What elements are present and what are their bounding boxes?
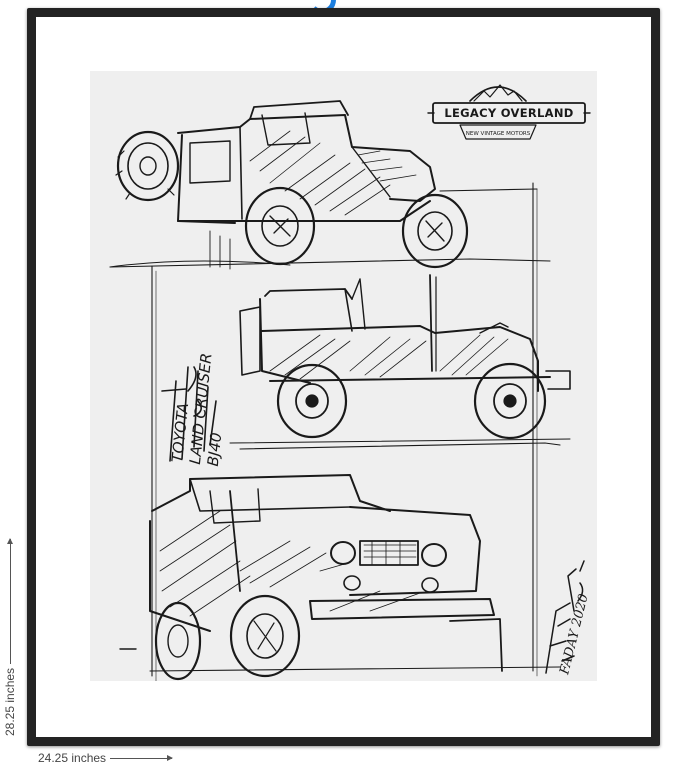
legacy-overland-logo xyxy=(427,84,591,140)
width-label: 24.25 inches xyxy=(38,751,107,765)
truck-side-view xyxy=(229,274,571,444)
sketch-artwork: LEGACY OVERLAND NEW VINTAGE MOTORS TOYOT… xyxy=(90,71,597,681)
height-dimension: 28.25 inches xyxy=(2,538,18,736)
picture-frame: LEGACY OVERLAND NEW VINTAGE MOTORS TOYOT… xyxy=(27,8,660,746)
signature-text: FADAY 2020 xyxy=(557,592,592,677)
logo-text: LEGACY OVERLAND xyxy=(444,106,573,120)
arrow-right-icon xyxy=(9,538,11,664)
title-line-3: BJ40 xyxy=(204,432,225,468)
frame-mat: LEGACY OVERLAND NEW VINTAGE MOTORS TOYOT… xyxy=(36,17,651,737)
arrow-right-icon xyxy=(110,754,174,761)
artist-signature xyxy=(545,560,585,674)
logo-subtext: NEW VINTAGE MOTORS xyxy=(466,131,531,137)
truck-rear-three-quarter xyxy=(109,100,469,270)
height-label: 28.25 inches xyxy=(3,667,17,736)
handwritten-title xyxy=(161,366,217,462)
truck-front-three-quarter xyxy=(119,474,503,681)
width-dimension: 24.25 inches xyxy=(38,750,174,766)
